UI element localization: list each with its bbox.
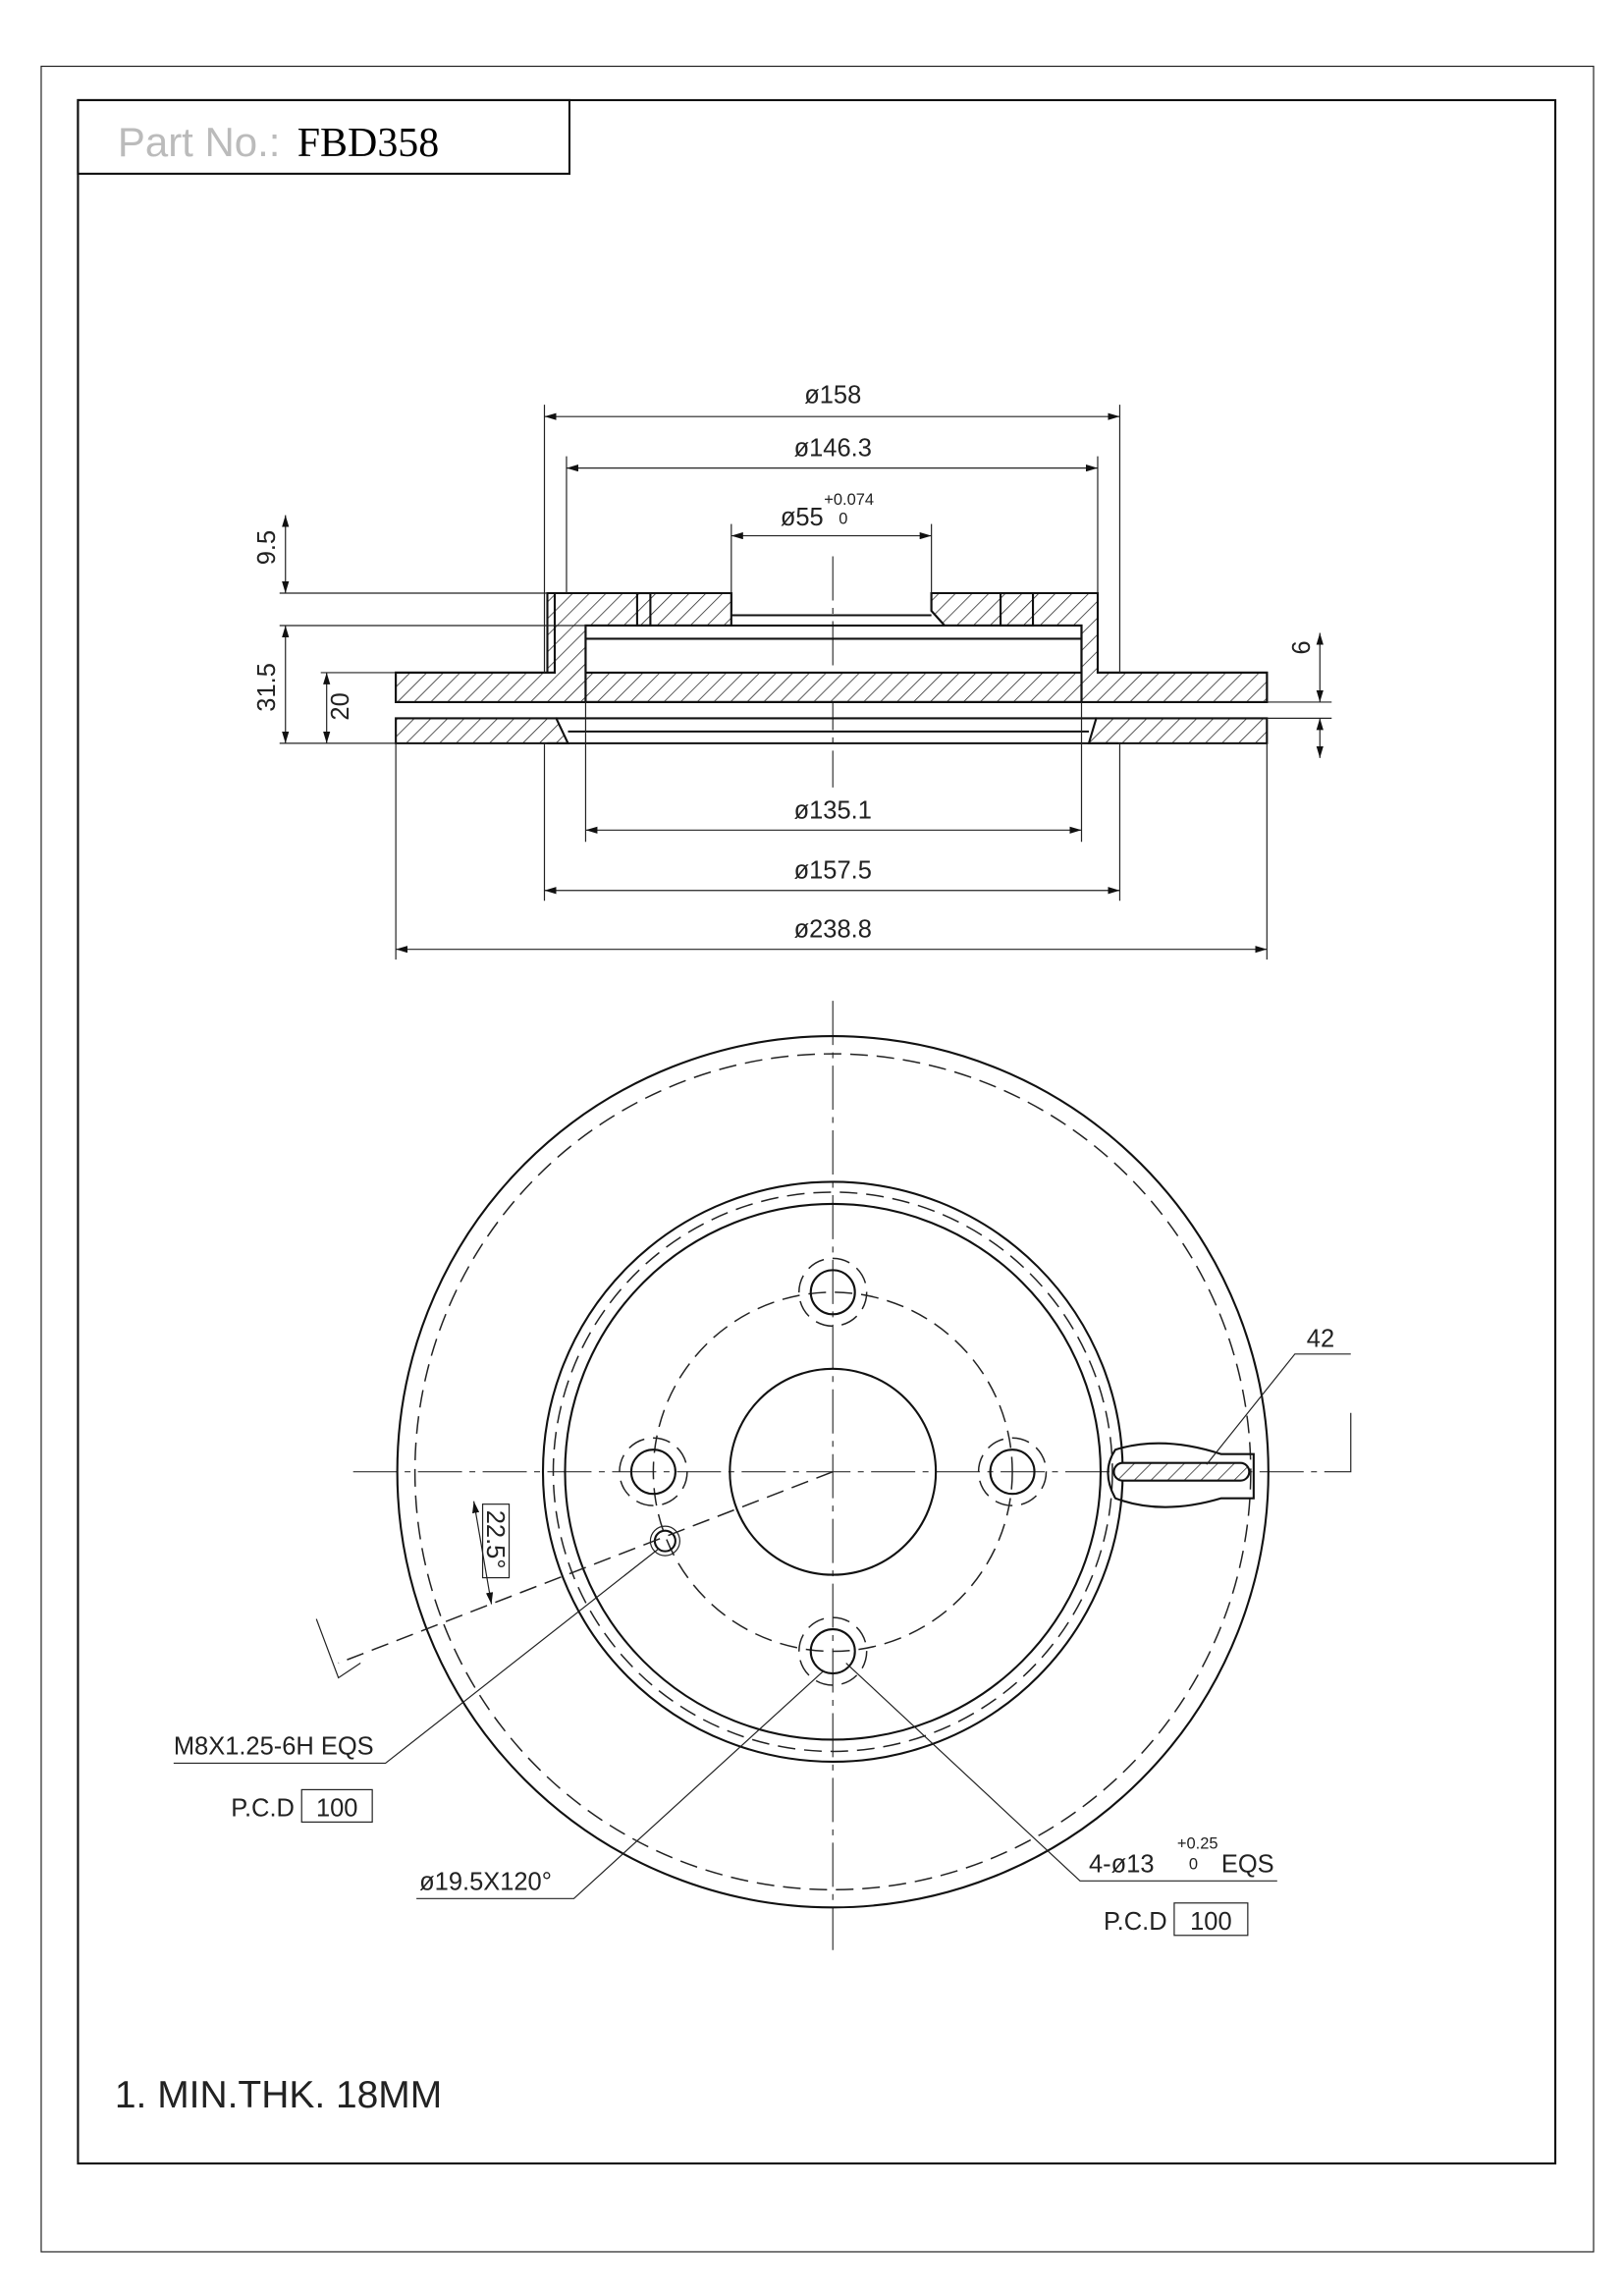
part-no-label: Part No.: [118,119,281,165]
dim-d55: ø55 [781,504,824,531]
thread-pcd-value: 100 [316,1794,357,1822]
holes-pcd-label: P.C.D [1104,1908,1167,1936]
dim-d135: ø135.1 [794,796,872,824]
dim-9-5: 9.5 [253,530,281,565]
dim-31-5: 31.5 [253,663,281,712]
dim-20: 20 [327,692,354,720]
chamfer-note: ø19.5X120° [419,1868,552,1895]
thread-note: M8X1.25-6H EQS [174,1732,374,1760]
holes-tol-upper: +0.25 [1177,1834,1218,1852]
outer-border [40,65,1595,2253]
thread-pcd-label: P.C.D [231,1794,295,1822]
dim-d55-tol-upper: +0.074 [824,491,874,509]
angle-dim: 22.5° [481,1510,509,1569]
title-block: Part No.: FBD358 [77,98,571,175]
section-view: ø158 ø146.3 ø55 +0.074 0 ø135.1 ø157.5 ø… [253,382,1332,960]
holes-note: 4-ø13 [1089,1850,1155,1878]
holes-pcd-value: 100 [1190,1908,1232,1936]
note-min-thickness: 1. MIN.THK. 18MM [115,2074,442,2116]
dim-d157: ø157.5 [794,857,872,885]
vane-dim-42: 42 [1307,1325,1334,1352]
dim-6: 6 [1288,640,1316,654]
dim-d146: ø146.3 [794,435,872,463]
part-number: FBD358 [298,121,440,166]
dim-d55-tol-lower: 0 [839,511,847,528]
bolt-holes [619,1257,1048,1686]
holes-tol-lower: 0 [1189,1855,1198,1873]
holes-suffix: EQS [1221,1850,1274,1878]
front-view: 22.5° 42 M8X1.25-6H EQS P.C.D 100 ø19.5X… [174,1001,1352,1950]
vane-slot [1107,1442,1255,1508]
inner-frame [77,98,1557,2165]
dim-d238: ø238.8 [794,916,872,944]
dim-d158: ø158 [804,382,861,410]
